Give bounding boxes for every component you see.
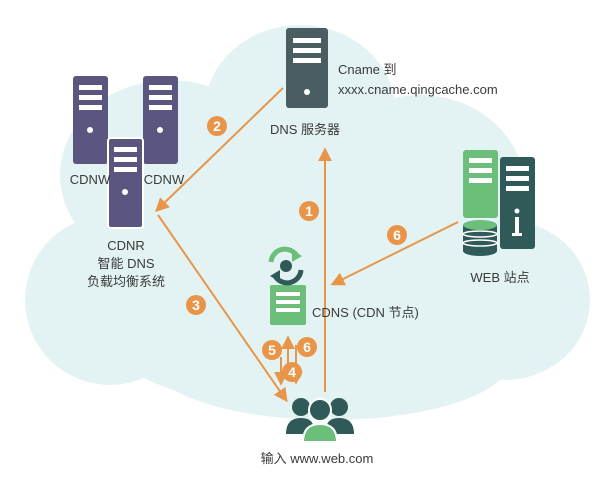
dns-server-label: DNS 服务器 bbox=[270, 122, 340, 137]
user-input-label: 输入 www.web.com bbox=[261, 451, 374, 466]
cdnw-left-server-icon bbox=[73, 76, 108, 164]
arrow-step-6-web bbox=[330, 221, 459, 286]
svg-text:2: 2 bbox=[213, 118, 221, 134]
cdnr-label: CDNR bbox=[107, 238, 145, 253]
smart-dns-label: 智能 DNS bbox=[97, 256, 154, 271]
cdns-server-icon bbox=[270, 285, 306, 325]
arrow-step-2 bbox=[154, 87, 284, 212]
step-badge-6-node: 6 bbox=[297, 337, 317, 357]
cname-label-line1: Cname 到 bbox=[338, 62, 397, 77]
web-site-icon bbox=[462, 150, 535, 256]
svg-text:1: 1 bbox=[305, 203, 313, 219]
users-icon bbox=[286, 398, 354, 443]
step-badge-6-web: 6 bbox=[387, 225, 407, 245]
cdns-label: CDNS (CDN 节点) bbox=[312, 305, 419, 320]
cdnw-right-label: CDNW bbox=[144, 172, 185, 187]
cdnr-server-icon bbox=[107, 137, 144, 229]
flow-arrows bbox=[154, 87, 459, 403]
load-balance-label: 负载均衡系统 bbox=[87, 274, 165, 289]
refresh-icon bbox=[268, 246, 304, 286]
svg-text:5: 5 bbox=[268, 342, 276, 358]
step-badge-5: 5 bbox=[262, 340, 282, 360]
cdnw-left-label: CDNW bbox=[70, 172, 111, 187]
step-badge-4: 4 bbox=[282, 362, 302, 382]
svg-text:4: 4 bbox=[288, 364, 296, 380]
step-badge-3: 3 bbox=[186, 295, 206, 315]
dns-server-icon bbox=[286, 28, 328, 108]
arrow-step-3 bbox=[157, 214, 288, 403]
cdnw-right-server-icon bbox=[143, 76, 178, 164]
svg-text:6: 6 bbox=[303, 339, 311, 355]
step-badge-1: 1 bbox=[299, 201, 319, 221]
cname-label-line2: xxxx.cname.qingcache.com bbox=[338, 82, 498, 97]
database-icon bbox=[462, 220, 498, 256]
svg-text:3: 3 bbox=[192, 297, 200, 313]
svg-text:6: 6 bbox=[393, 227, 401, 243]
step-badge-2: 2 bbox=[207, 116, 227, 136]
web-site-label: WEB 站点 bbox=[470, 270, 529, 285]
step-badges: 1 2 3 4 5 6 6 bbox=[186, 116, 407, 382]
info-icon bbox=[512, 208, 522, 236]
